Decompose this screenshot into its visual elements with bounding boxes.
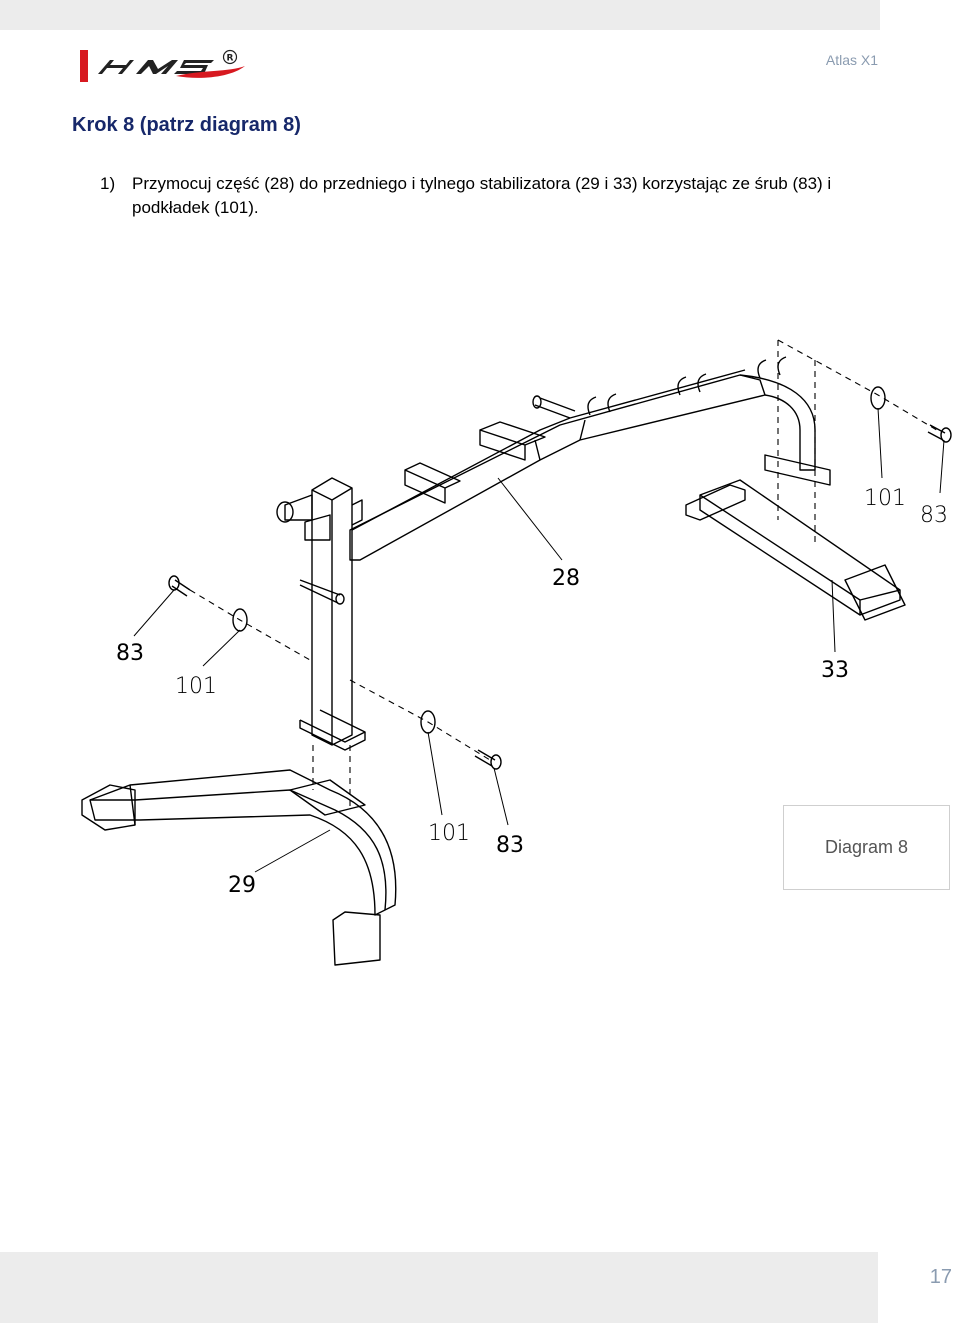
callout-101-bottom: 101 bbox=[428, 821, 470, 846]
callout-29: 29 bbox=[228, 873, 256, 898]
callout-28: 28 bbox=[552, 566, 580, 591]
instruction-list: 1) Przymocuj część (28) do przedniego i … bbox=[100, 172, 900, 220]
bolt bbox=[927, 424, 946, 441]
page-number: 17 bbox=[929, 1266, 952, 1288]
post bbox=[311, 477, 353, 746]
callout-101-left: 101 bbox=[175, 674, 217, 699]
washer bbox=[870, 386, 886, 410]
stabilizer-33 bbox=[699, 479, 901, 616]
instruction-item: 1) Przymocuj część (28) do przedniego i … bbox=[100, 172, 900, 220]
hms-logo: R bbox=[80, 49, 245, 82]
svg-text:R: R bbox=[227, 54, 234, 64]
step-title: Krok 8 (patrz diagram 8) bbox=[72, 114, 301, 136]
diagram-label: Diagram 8 bbox=[783, 805, 950, 890]
instruction-number: 1) bbox=[100, 174, 116, 193]
assembly-diagram: 28 29 33 83 101 83 101 101 83 bbox=[81, 339, 952, 966]
stabilizer-29 bbox=[89, 769, 397, 916]
callout-83-bottom: 83 bbox=[496, 833, 524, 858]
callout-101-right: 101 bbox=[864, 486, 906, 511]
instruction-text: Przymocuj część (28) do przedniego i tyl… bbox=[132, 174, 832, 217]
callout-83-right: 83 bbox=[920, 503, 948, 528]
beam-28 bbox=[349, 374, 766, 561]
footer-band bbox=[0, 1252, 878, 1323]
model-name: Atlas X1 bbox=[825, 52, 878, 68]
callout-83-left: 83 bbox=[116, 641, 144, 666]
header-band bbox=[0, 0, 880, 30]
callout-33: 33 bbox=[821, 658, 849, 683]
